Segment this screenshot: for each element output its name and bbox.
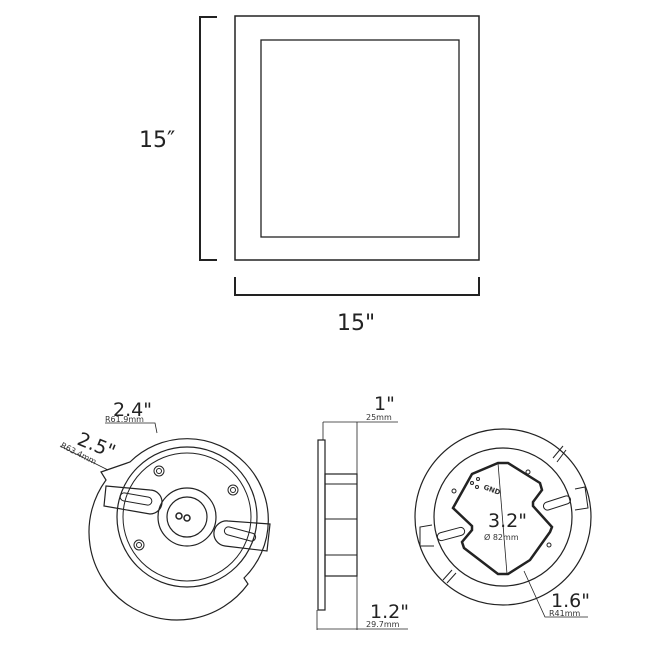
bracket-clip-left [419, 524, 466, 547]
center-hub-inner [166, 496, 208, 538]
outer-radius-leader [105, 422, 158, 434]
housing-ring-inner [122, 452, 252, 582]
depth-dimension-label: 1" [374, 393, 395, 415]
mount-radius-leader [59, 445, 109, 471]
cutout-dimension-label: 3.2" [488, 510, 527, 532]
cutout-radius-dimension-label: 1.6" [551, 590, 590, 612]
side-housing [324, 473, 358, 577]
housing-ring [116, 446, 258, 588]
bracket-clip-right [542, 486, 589, 511]
spring-clip-left [103, 485, 163, 515]
cutout-diameter-label: Ø 82mm [484, 532, 519, 542]
outer-dimension-label: 2.4" [113, 399, 152, 421]
cutout-radius-mm-label: R41mm [549, 609, 581, 618]
ground-label: GND [482, 483, 501, 497]
side-view: 1" 25mm 1.2" 29.7mm [316, 393, 409, 630]
total-depth-mm-label: 29.7mm [366, 620, 400, 629]
bracket-view: GND 3.2" Ø 82mm 1.6" R41mm [414, 428, 592, 618]
panel-inner-lens [260, 39, 460, 238]
cutout-radius-leader [523, 570, 588, 618]
total-depth-label: 1.2" [370, 601, 409, 623]
center-hub [157, 487, 217, 547]
mounting-ring-outer [88, 438, 269, 621]
width-dimension-bracket [234, 277, 480, 296]
back-view: 2.4" R61.9mm 2.5" R63.4mm [59, 399, 271, 621]
height-dimension-bracket [199, 16, 217, 261]
junction-box-cutout [451, 461, 554, 576]
height-label: 15″ [139, 128, 175, 153]
panel-outer-frame [234, 15, 480, 261]
width-label: 15" [337, 311, 375, 336]
outer-radius-label: R61.9mm [105, 415, 144, 424]
screw-icon [153, 465, 165, 477]
side-trim-plate [317, 439, 326, 611]
bracket-inner-ring [433, 447, 573, 587]
spring-clip-right [213, 520, 271, 552]
screw-icon [227, 484, 239, 496]
bracket-outer-ring [414, 428, 592, 606]
wire-hole [183, 514, 191, 522]
wire-hole [175, 512, 183, 520]
screw-icon [133, 539, 145, 551]
front-view: 15″ 15" [139, 15, 480, 336]
depth-mm-label: 25mm [366, 413, 392, 422]
